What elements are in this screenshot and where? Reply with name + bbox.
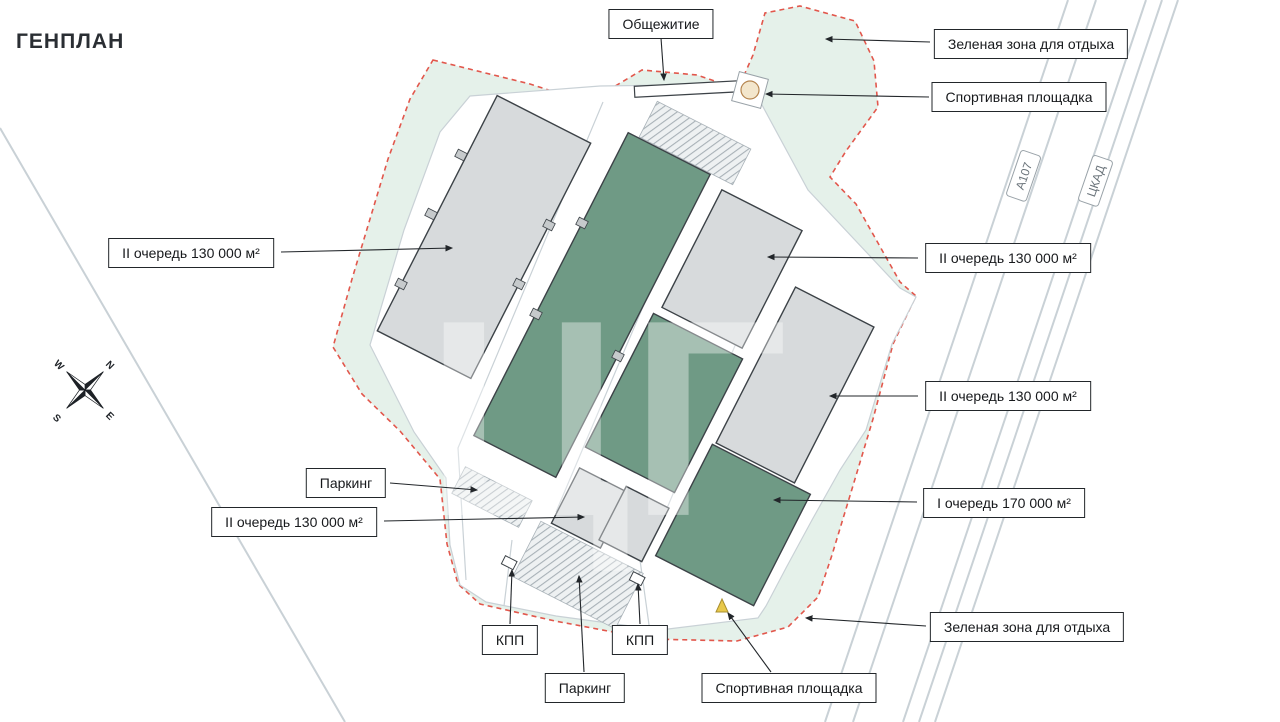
callout-phase2-right-mid: II очередь 130 000 м²: [925, 381, 1091, 411]
arrow-parking-left: [389, 482, 479, 493]
sports-court-top: [731, 71, 769, 109]
callout-phase2-bottom-left: II очередь 130 000 м²: [211, 507, 377, 537]
building-phase1-center-mid: [584, 312, 744, 494]
watermark: ЦГ: [425, 263, 788, 575]
arrow-parking-bottom: [576, 574, 585, 673]
compass-n: N: [103, 359, 116, 372]
arrow-green-zone-top: [824, 35, 931, 43]
callout-kpp-right: КПП: [611, 625, 669, 655]
arrow-phase2-left: [280, 244, 454, 253]
callout-dormitory: Общежитие: [608, 9, 714, 39]
callout-arrows: [280, 35, 931, 673]
compass-e: E: [103, 410, 116, 423]
dock-stubs: [394, 148, 625, 363]
callout-phase1-right: I очередь 170 000 м²: [923, 488, 1085, 518]
arrow-kpp-right: [635, 582, 642, 625]
building-phase2-small-b: [598, 485, 670, 563]
callout-green-zone-bottom: Зеленая зона для отдыха: [929, 612, 1125, 642]
arrow-kpp-left: [508, 568, 516, 625]
railway-lines: [824, 0, 1179, 722]
checkpoint-left: [500, 555, 518, 571]
building-phase2-east: [715, 286, 875, 484]
building-phase1-center-large: [472, 131, 712, 479]
callout-sports-bottom: Спортивная площадка: [701, 673, 877, 703]
parking-area-left: [451, 466, 533, 528]
arrow-phase2-bottom-left: [383, 513, 586, 522]
arrow-sports-bottom: [727, 612, 772, 673]
compass-rose: N E S W: [50, 358, 116, 425]
callout-kpp-left: КПП: [481, 625, 539, 655]
arrow-dormitory: [660, 37, 667, 82]
road-left: [0, 127, 346, 722]
callout-parking-bottom: Паркинг: [544, 673, 626, 703]
callout-sports-top: Спортивная площадка: [931, 82, 1107, 112]
parking-area-top: [638, 100, 752, 186]
page-title: ГЕНПЛАН: [16, 30, 125, 53]
buildings: [376, 94, 875, 607]
callout-phase2-left: II очередь 130 000 м²: [108, 238, 274, 268]
road-label-a107: А107: [1006, 150, 1041, 202]
compass-s: S: [50, 412, 63, 425]
building-phase1-south-east: [654, 443, 812, 607]
sports-marker-bottom: [715, 597, 729, 613]
road-label-ckad: ЦКАД: [1078, 155, 1113, 207]
callout-parking-left: Паркинг: [305, 468, 387, 498]
callout-phase2-right-top: II очередь 130 000 м²: [925, 243, 1091, 273]
arrow-phase2-right-top: [766, 253, 919, 261]
building-phase2-north-east: [660, 188, 804, 350]
callout-green-zone-top: Зеленая зона для отдыха: [933, 29, 1129, 59]
compass-w: W: [51, 358, 66, 373]
arrow-green-zone-bottom: [804, 615, 927, 627]
arrow-sports-top: [764, 90, 930, 98]
arrow-phase1-right: [772, 496, 918, 504]
checkpoint-right: [628, 571, 646, 587]
